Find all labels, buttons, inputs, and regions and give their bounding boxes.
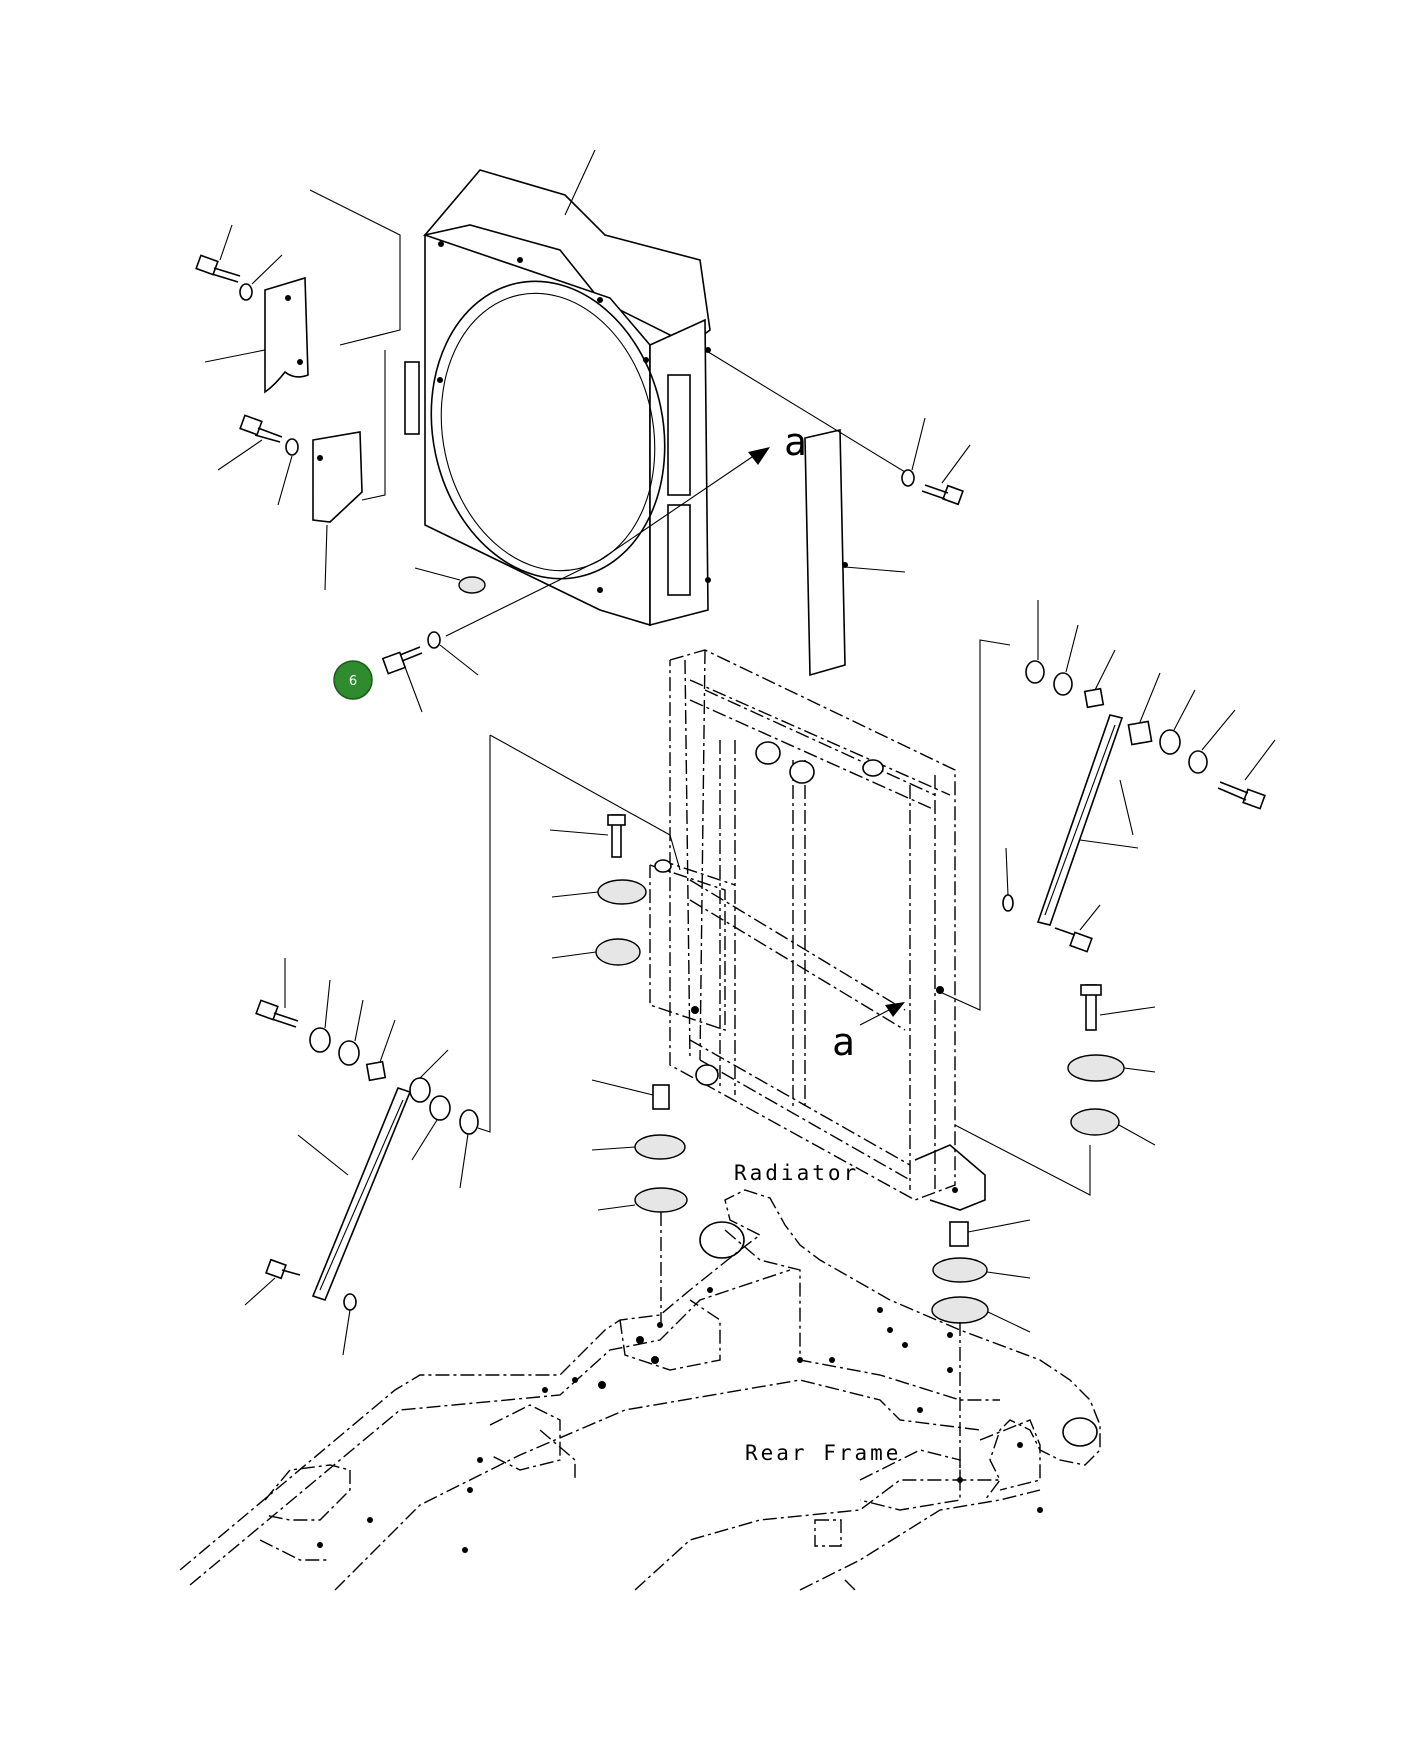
rear-frame: Rear Frame xyxy=(179,1189,1101,1591)
right-cover-plate xyxy=(704,349,906,677)
callout-badge-number: 6 xyxy=(349,674,357,689)
ref-label-a-top: a xyxy=(784,420,807,464)
ref-label-a-bottom: a xyxy=(832,1020,855,1064)
fan-shroud xyxy=(404,149,711,627)
mount-stack-right xyxy=(931,639,1156,1480)
stay-rod-left xyxy=(244,735,491,1356)
bolt-middle-left xyxy=(217,414,299,506)
stay-rod-right xyxy=(1002,600,1276,953)
radiator-label: Radiator xyxy=(734,1161,859,1185)
bolt-upper-right xyxy=(901,417,971,506)
radiator: Radiator xyxy=(649,649,986,1211)
left-cover-plate-lower xyxy=(312,350,386,591)
grommet xyxy=(414,567,486,594)
bolt-shroud-lower xyxy=(381,559,601,713)
callout-badge-6[interactable]: 6 xyxy=(333,660,373,700)
bolt-upper-left xyxy=(195,224,283,301)
reference-arrow-top: a xyxy=(599,420,807,561)
left-cover-plate-upper xyxy=(204,189,401,394)
reference-arrow-bottom: a xyxy=(832,1002,905,1064)
mount-stack-left xyxy=(489,734,688,1325)
rear-frame-label: Rear Frame xyxy=(745,1441,901,1465)
